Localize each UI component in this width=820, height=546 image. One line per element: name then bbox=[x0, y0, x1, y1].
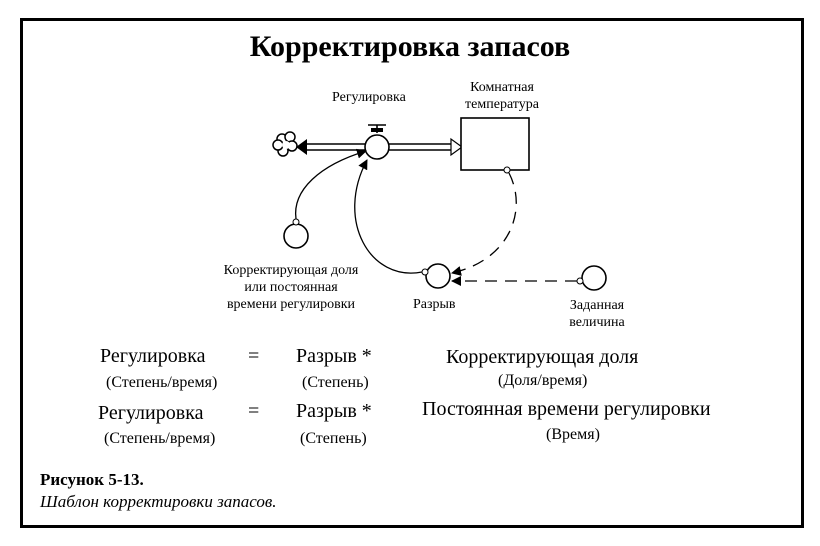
adjustment-converter bbox=[283, 223, 309, 249]
eq2-term-unit: (Степень) bbox=[300, 430, 367, 447]
eq1-rhs-unit: (Доля/время) bbox=[498, 372, 588, 389]
eq1-term-unit: (Степень) bbox=[302, 374, 369, 391]
eq1-lhs: Регулировка bbox=[100, 345, 206, 367]
eq2-lhs-unit: (Степень/время) bbox=[104, 430, 216, 447]
eq1-lhs-unit: (Степень/время) bbox=[106, 374, 218, 391]
inflow-arrowhead bbox=[450, 137, 464, 157]
outflow-arrowhead bbox=[296, 139, 307, 155]
stock-label: Комнатная температура bbox=[452, 79, 552, 113]
eq1-term: Разрыв * bbox=[296, 345, 372, 367]
adjust-label-line: или постоянная bbox=[244, 280, 338, 295]
target-label: Заданная величина bbox=[552, 297, 642, 331]
target-converter bbox=[581, 265, 607, 291]
eq1-rhs: Корректирующая доля bbox=[446, 346, 639, 368]
eq2-term: Разрыв * bbox=[296, 400, 372, 422]
outflow-pipe bbox=[306, 143, 365, 151]
stock-label-line: температура bbox=[465, 97, 539, 112]
adjust-label-line: Корректирующая доля bbox=[223, 263, 359, 278]
gap-label: Разрыв bbox=[413, 297, 456, 312]
flow-label: Регулировка bbox=[332, 90, 406, 105]
inflow-pipe bbox=[389, 143, 452, 151]
gap-link bbox=[354, 159, 423, 274]
eq2-equals: = bbox=[248, 400, 260, 422]
adjustment-link bbox=[295, 148, 367, 220]
adjust-label: Корректирующая доля или постоянная време… bbox=[196, 262, 386, 313]
stock-box bbox=[460, 117, 530, 171]
figure-number: Рисунок 5-13. bbox=[40, 470, 144, 489]
adjust-label-line: времени регулировки bbox=[226, 297, 356, 312]
target-label-line: Заданная bbox=[569, 298, 625, 313]
figure-caption: Шаблон корректировки запасов. bbox=[40, 492, 277, 511]
eq1-equals: = bbox=[248, 345, 260, 367]
flow-valve-icon bbox=[364, 124, 390, 160]
figure-title: Корректировка запасов bbox=[249, 30, 571, 63]
gap-converter bbox=[425, 263, 451, 289]
stock-gap-link bbox=[451, 172, 517, 276]
target-label-line: величина bbox=[569, 315, 625, 330]
figure-frame bbox=[20, 18, 804, 528]
eq2-lhs: Регулировка bbox=[98, 402, 204, 424]
cloud-icon bbox=[272, 131, 298, 157]
stock-label-line: Комнатная bbox=[470, 80, 534, 95]
eq2-rhs-unit: (Время) bbox=[546, 426, 600, 443]
eq2-rhs: Постоянная времени регулировки bbox=[422, 398, 711, 420]
